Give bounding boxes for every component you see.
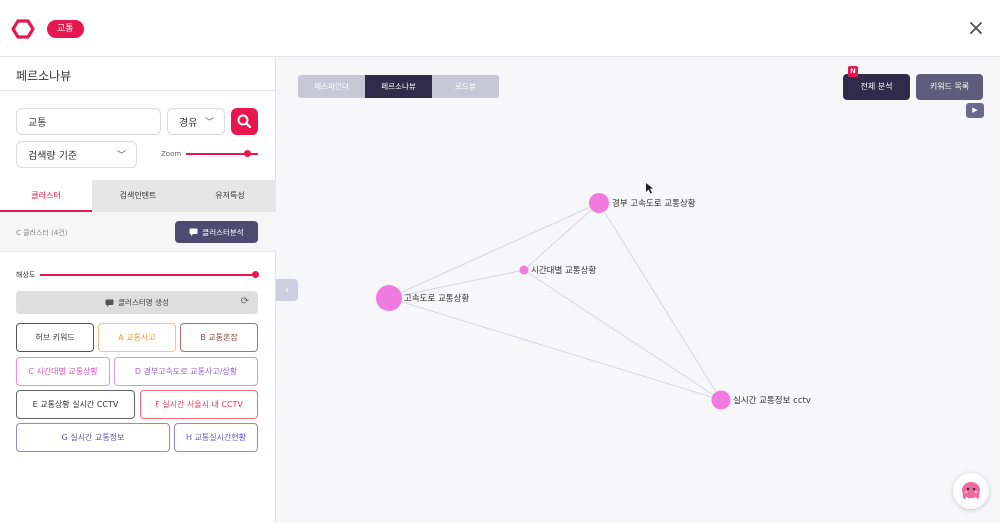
zoom-slider[interactable] [186, 153, 258, 155]
graph-node-label: 시간대별 교통상황 [531, 265, 596, 276]
keyword-list-button[interactable]: 키워드 목록 [916, 74, 983, 100]
graph-node-label: 경부 고속도로 교통상황 [612, 198, 696, 209]
tab-search-intent[interactable]: 검색인텐트 [92, 180, 184, 212]
close-icon[interactable]: × [966, 16, 986, 41]
chevron-down-icon: ﹀ [116, 151, 126, 161]
graph-nodes [376, 193, 731, 410]
graph-edge [388, 297, 722, 401]
route-select[interactable]: 경유 ﹀ [167, 108, 225, 135]
logo-icon [11, 19, 35, 39]
keyword-hub[interactable]: 허브 키워드 [16, 323, 94, 352]
cluster-analysis-button[interactable]: 클러스터분석 [175, 221, 258, 243]
graph-node[interactable] [376, 285, 402, 311]
keyword-cluster-d[interactable]: D 경부고속도로 교통사고/상황 [114, 357, 258, 386]
keyword-cluster-g[interactable]: G 실시간 교통정보 [16, 423, 170, 452]
keyword-cluster-c[interactable]: C 시간대별 교통상황 [16, 357, 110, 386]
chatbot-button[interactable] [953, 473, 989, 509]
sort-select[interactable]: 검색량 기준 ﹀ [16, 141, 137, 168]
graph-node[interactable] [589, 193, 609, 213]
divider [0, 90, 276, 91]
graph-node-label: 고속도로 교통상황 [404, 293, 469, 304]
search-value: 교통 [28, 118, 47, 129]
mascot-icon [962, 482, 980, 499]
tab-pathfinder[interactable]: 페스파인더 [298, 75, 365, 98]
generate-label: 클러스터명 생성 [118, 298, 169, 307]
resolution-slider-handle[interactable] [252, 271, 259, 278]
tab-persona-view[interactable]: 페르소나뷰 [365, 75, 432, 98]
generate-cluster-name-button[interactable]: 클러스터명 생성 ⟳ [16, 291, 258, 314]
tab-road-view[interactable]: 로드뷰 [432, 75, 499, 98]
all-analysis-button[interactable]: 전체 분석 [843, 74, 910, 100]
sidebar: 페르소나뷰 교통 경유 ﹀ 검색량 기준 ﹀ Zoom 클러스터 검색인텐트 유… [0, 57, 276, 523]
resolution-slider[interactable] [40, 274, 257, 276]
cluster-count: C 클러스터 (4건) [16, 229, 68, 237]
keyword-cluster-e[interactable]: E 교통상황 실시간 CCTV [16, 390, 135, 419]
chat-icon [189, 228, 198, 236]
sidebar-title: 페르소나뷰 [16, 69, 72, 83]
new-badge: N [848, 66, 858, 77]
play-icon[interactable]: ▶ [966, 103, 984, 118]
graph-edge [523, 202, 600, 271]
chat-icon [105, 299, 114, 307]
tab-user-traits[interactable]: 유저특성 [184, 180, 276, 212]
keyword-cluster-h[interactable]: H 교통실시간현황 [174, 423, 258, 452]
search-button[interactable] [231, 108, 258, 135]
cluster-bar: C 클러스터 (4건) 클러스터분석 [0, 212, 276, 252]
keyword-badge: 교통 [47, 20, 84, 38]
search-icon [237, 114, 252, 129]
search-input[interactable]: 교통 [16, 108, 161, 135]
graph-edge [388, 269, 525, 299]
keyword-cluster-a[interactable]: A 교통사고 [98, 323, 176, 352]
refresh-icon[interactable]: ⟳ [240, 296, 249, 307]
view-tabs: 페스파인더 페르소나뷰 로드뷰 [298, 75, 499, 98]
sidebar-tabs: 클러스터 검색인텐트 유저특성 [0, 180, 276, 212]
graph-edge [598, 202, 722, 401]
collapse-sidebar-icon[interactable]: ‹ [276, 279, 298, 301]
top-bar: 교통 × [0, 0, 1000, 57]
graph-edges [388, 202, 722, 401]
sort-select-value: 검색량 기준 [28, 151, 78, 162]
tab-cluster[interactable]: 클러스터 [0, 180, 92, 212]
network-graph: 경부 고속도로 교통상황 시간대별 교통상황 고속도로 교통상황 실시간 교통정… [376, 183, 811, 410]
graph-node[interactable] [711, 390, 731, 410]
zoom-slider-handle[interactable] [244, 150, 251, 157]
resolution-label: 해상도 [16, 271, 36, 279]
graph-canvas[interactable]: 페스파인더 페르소나뷰 로드뷰 전체 분석 N 키워드 목록 ▶ ‹ 경부 고속… [276, 57, 1000, 523]
zoom-label: Zoom [161, 150, 182, 158]
graph-edge [523, 269, 722, 401]
graph-edge [388, 202, 600, 299]
route-select-value: 경유 [179, 118, 198, 129]
graph-node[interactable] [519, 265, 529, 275]
chevron-down-icon: ﹀ [204, 118, 214, 128]
graph-node-label: 실시간 교통정보 cctv [733, 395, 811, 406]
cursor-icon [646, 183, 653, 194]
keyword-cluster-b[interactable]: B 교통혼잡 [180, 323, 258, 352]
cluster-analysis-label: 클러스터분석 [202, 227, 244, 237]
keyword-cluster-f[interactable]: F 실시간 서울시 내 CCTV [140, 390, 258, 419]
